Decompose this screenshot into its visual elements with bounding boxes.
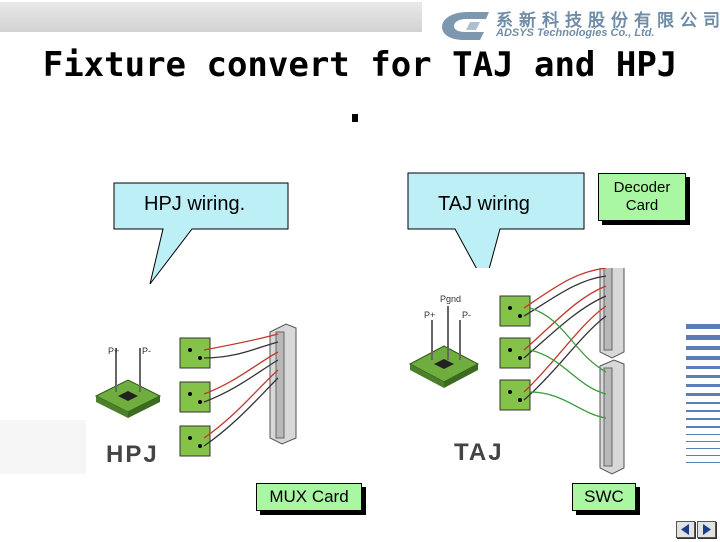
deco-bar <box>686 335 720 340</box>
hpj-diagram-label: HPJ <box>106 441 159 468</box>
title-dot <box>352 114 358 122</box>
deco-bar <box>686 418 720 420</box>
taj-pin-gnd: Pgnd <box>440 294 461 304</box>
deco-bar <box>686 462 720 463</box>
swc-box: SWC <box>572 483 636 511</box>
taj-pin-minus: P- <box>462 310 471 320</box>
hpj-fixture-diagram: P+ P- HPJ <box>86 298 316 474</box>
deco-bar <box>686 402 720 404</box>
company-name-chinese: 系新科技股份有限公司 <box>496 11 720 30</box>
deco-bar <box>686 356 720 360</box>
deco-bar <box>686 346 720 350</box>
deco-bar <box>686 384 720 387</box>
mux-card-box: MUX Card <box>256 483 362 511</box>
company-name-english: ADSYS Technologies Co., Ltd. <box>496 27 655 39</box>
deco-bar <box>686 426 720 428</box>
deco-bar <box>686 434 720 435</box>
hpj-pin-minus: P- <box>142 346 151 356</box>
taj-wiring-label: TAJ wiring <box>438 193 530 215</box>
deco-bar <box>686 455 720 456</box>
deco-bar <box>686 324 720 329</box>
taj-diagram-label: TAJ <box>454 439 504 466</box>
decorative-bar-stack <box>686 324 720 469</box>
deco-bar <box>686 441 720 442</box>
deco-bar <box>686 375 720 378</box>
hpj-pin-plus: P+ <box>108 346 119 356</box>
side-panel <box>0 420 86 474</box>
hpj-wiring-label: HPJ wiring. <box>144 193 246 215</box>
decoder-card-box: Decoder Card <box>598 173 686 221</box>
deco-bar <box>686 410 720 412</box>
slide-title: Fixture convert for TAJ and HPJ <box>42 45 678 85</box>
taj-fixture-diagram: P+ P- Pgnd TAJ <box>404 257 654 478</box>
next-slide-button[interactable] <box>697 521 716 538</box>
adsys-logo-icon <box>442 12 489 40</box>
triangle-right-icon <box>703 524 711 535</box>
taj-callout-bubble <box>407 172 585 286</box>
header-bar <box>0 2 422 32</box>
previous-slide-button[interactable] <box>676 521 695 538</box>
deco-bar <box>686 393 720 396</box>
deco-bar <box>686 448 720 449</box>
taj-pin-plus: P+ <box>424 310 435 320</box>
hpj-callout-bubble <box>113 182 289 285</box>
triangle-left-icon <box>681 524 689 535</box>
deco-bar <box>686 366 720 369</box>
